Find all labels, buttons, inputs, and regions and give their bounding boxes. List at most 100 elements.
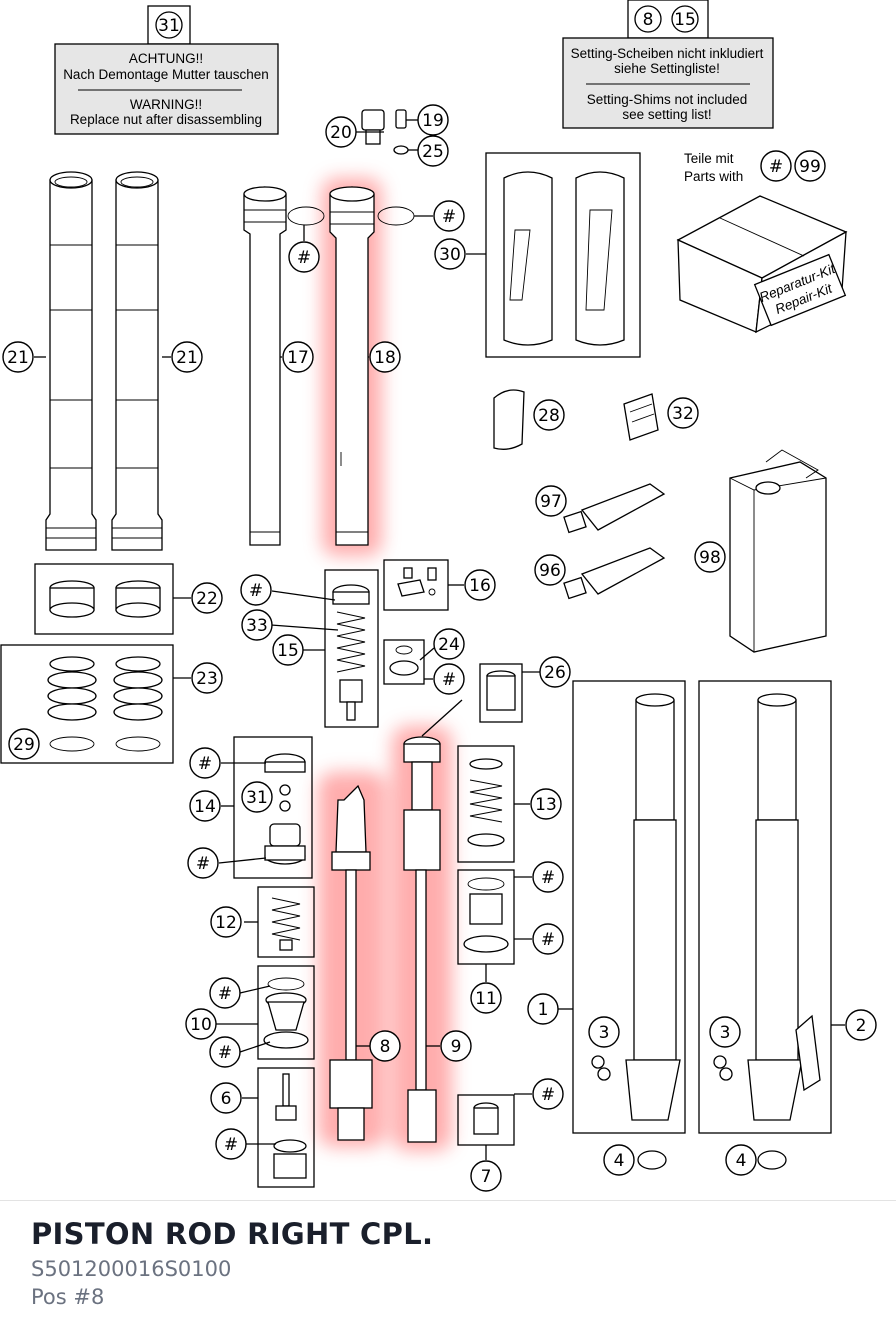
callout-label: 1 bbox=[538, 1000, 549, 1020]
callout-circle bbox=[369, 341, 401, 373]
callout-label: 9 bbox=[451, 1037, 462, 1057]
callout-circle bbox=[325, 116, 357, 148]
note-line: Setting-Shims not included bbox=[587, 92, 748, 107]
callout-circle bbox=[588, 1016, 620, 1048]
nut-warning-note: 31 ACHTUNG!! Nach Demontage Mutter tausc… bbox=[54, 5, 279, 135]
stickers bbox=[493, 389, 659, 450]
callout-label: 30 bbox=[439, 245, 461, 265]
callout-label: 17 bbox=[287, 348, 309, 368]
callout-label: 11 bbox=[475, 989, 497, 1009]
leader-lines bbox=[34, 119, 845, 1160]
callout-label: 21 bbox=[7, 348, 29, 368]
callout-label: 33 bbox=[246, 616, 268, 636]
callout-circle bbox=[434, 238, 466, 270]
callout-circle bbox=[527, 993, 559, 1025]
callout-label: 18 bbox=[374, 348, 396, 368]
repair-kit-box: Reparatur-Kit Repair-Kit bbox=[676, 195, 848, 334]
callout-label: 23 bbox=[196, 669, 218, 689]
callout-circle bbox=[534, 554, 566, 586]
callout-circle bbox=[191, 662, 223, 694]
callout-circle bbox=[532, 1078, 564, 1110]
shims-ref-1: 8 bbox=[643, 10, 654, 30]
callout-label: 15 bbox=[277, 641, 299, 661]
callout-label: 20 bbox=[330, 123, 352, 143]
callout-circle bbox=[694, 541, 726, 573]
callout-circle bbox=[241, 609, 273, 641]
note-line: Replace nut after disassembling bbox=[70, 112, 262, 127]
note-line: ACHTUNG!! bbox=[129, 51, 203, 66]
callout-circle bbox=[760, 150, 792, 182]
callout-circle bbox=[532, 861, 564, 893]
callout-circle bbox=[369, 1030, 401, 1062]
callout-circle bbox=[535, 485, 567, 517]
spring-assembly bbox=[324, 559, 449, 728]
base-valve bbox=[257, 965, 315, 1060]
spring-small bbox=[257, 886, 315, 958]
fork-legs bbox=[572, 680, 832, 1170]
callout-circle bbox=[433, 663, 465, 695]
side-parts bbox=[457, 663, 523, 1146]
legend-line: Teile mit bbox=[684, 151, 734, 166]
callout-label: # bbox=[224, 1135, 238, 1155]
cartridge-tube-left bbox=[243, 186, 325, 546]
callout-label: 25 bbox=[422, 142, 444, 162]
callout-label: 99 bbox=[799, 157, 821, 177]
note-line: Setting-Scheiben nicht inkludiert bbox=[571, 46, 764, 61]
callout-circle bbox=[532, 923, 564, 955]
callout-label: # bbox=[442, 207, 456, 227]
callout-label: # bbox=[297, 248, 311, 268]
callout-label: 16 bbox=[469, 576, 491, 596]
compression-assembly bbox=[233, 736, 313, 879]
seal-kit bbox=[0, 644, 174, 764]
callout-circle bbox=[209, 1036, 241, 1068]
piston-rod-right bbox=[329, 784, 373, 1141]
callout-label: # bbox=[769, 157, 783, 177]
callout-label: 14 bbox=[194, 797, 216, 817]
callout-circle bbox=[189, 747, 221, 779]
callout-label: 98 bbox=[699, 548, 721, 568]
callout-circle bbox=[470, 982, 502, 1014]
callout-circle bbox=[282, 341, 314, 373]
shims-note: 8 15 Setting-Scheiben nicht inkludiert s… bbox=[562, 0, 774, 129]
callout-label: 26 bbox=[544, 663, 566, 683]
callout-label: # bbox=[196, 854, 210, 874]
outer-tubes bbox=[45, 171, 163, 551]
callout-circle bbox=[845, 1009, 877, 1041]
adjuster bbox=[257, 1067, 315, 1188]
callout-label: 31 bbox=[246, 788, 268, 808]
callout-circle bbox=[667, 397, 699, 429]
callout-circle bbox=[272, 634, 304, 666]
callout-circle bbox=[709, 1016, 741, 1048]
callout-circle bbox=[171, 341, 203, 373]
part-info-footer: PISTON ROD RIGHT CPL. S501200016S0100 Po… bbox=[0, 1200, 896, 1336]
callout-label: 12 bbox=[215, 913, 237, 933]
callout-label: # bbox=[541, 1085, 555, 1105]
shims-ref-2: 15 bbox=[674, 10, 696, 30]
part-title: PISTON ROD RIGHT CPL. bbox=[31, 1217, 434, 1251]
callout-circle bbox=[603, 1144, 635, 1176]
callout-label: 97 bbox=[540, 492, 562, 512]
callout-circle bbox=[240, 574, 272, 606]
callout-circle bbox=[288, 241, 320, 273]
callout-circle bbox=[2, 341, 34, 373]
callout-label: # bbox=[541, 930, 555, 950]
fork-guards bbox=[485, 152, 641, 358]
callout-label: 2 bbox=[856, 1016, 867, 1036]
callout-label: 96 bbox=[539, 561, 561, 581]
grease-tubes bbox=[563, 483, 666, 600]
callout-circle bbox=[533, 399, 565, 431]
callout-circle bbox=[185, 1008, 217, 1040]
callout-label: # bbox=[218, 984, 232, 1004]
callout-circle bbox=[539, 656, 571, 688]
callout-circle bbox=[209, 977, 241, 1009]
callout-label: 8 bbox=[380, 1037, 391, 1057]
callout-label: 3 bbox=[599, 1023, 610, 1043]
callout-label: # bbox=[218, 1043, 232, 1063]
callout-label: 22 bbox=[196, 589, 218, 609]
part-position: Pos #8 bbox=[31, 1285, 105, 1309]
note-line: WARNING!! bbox=[130, 97, 202, 112]
callout-circle bbox=[794, 150, 826, 182]
callout-label: # bbox=[249, 581, 263, 601]
callout-label: # bbox=[541, 868, 555, 888]
